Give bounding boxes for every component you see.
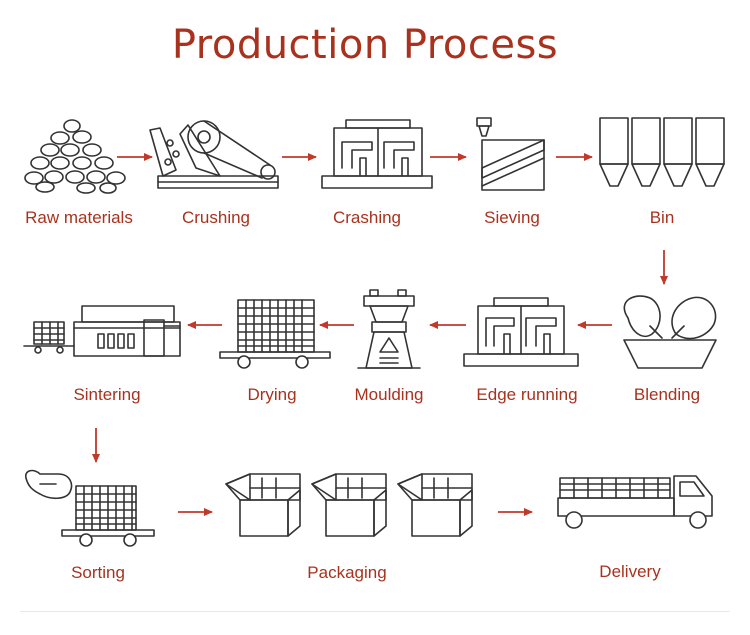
step-label-delivery: Delivery	[599, 562, 661, 581]
edge-running-icon	[463, 297, 579, 367]
moulding-icon	[357, 289, 421, 369]
delivery-icon	[557, 475, 713, 529]
step-label-moulding: Moulding	[354, 385, 424, 404]
footer-divider	[20, 611, 730, 612]
step-label-crushing: Crushing	[181, 208, 251, 227]
step-label-sintering: Sintering	[73, 385, 141, 404]
sorting-icon	[24, 469, 155, 547]
crashing-icon	[321, 119, 433, 189]
sintering-icon	[23, 305, 181, 357]
bin-icon	[599, 117, 725, 187]
sieving-icon	[476, 117, 545, 191]
step-label-sorting: Sorting	[71, 563, 125, 582]
step-label-raw-materials: Raw materials	[25, 208, 133, 227]
packaging-icon	[225, 473, 473, 537]
step-label-crashing: Crashing	[332, 208, 402, 227]
step-label-blending: Blending	[633, 385, 701, 404]
blending-icon	[623, 295, 717, 369]
raw-materials-icon	[24, 119, 126, 194]
step-label-bin: Bin	[649, 208, 675, 227]
step-label-drying: Drying	[247, 385, 297, 404]
drying-icon	[219, 299, 331, 369]
step-label-sieving: Sieving	[484, 208, 540, 227]
page-title: Production Process	[171, 22, 559, 68]
step-label-packaging: Packaging	[307, 563, 387, 582]
crushing-icon	[149, 120, 279, 189]
step-label-edge-running: Edge running	[476, 385, 578, 404]
